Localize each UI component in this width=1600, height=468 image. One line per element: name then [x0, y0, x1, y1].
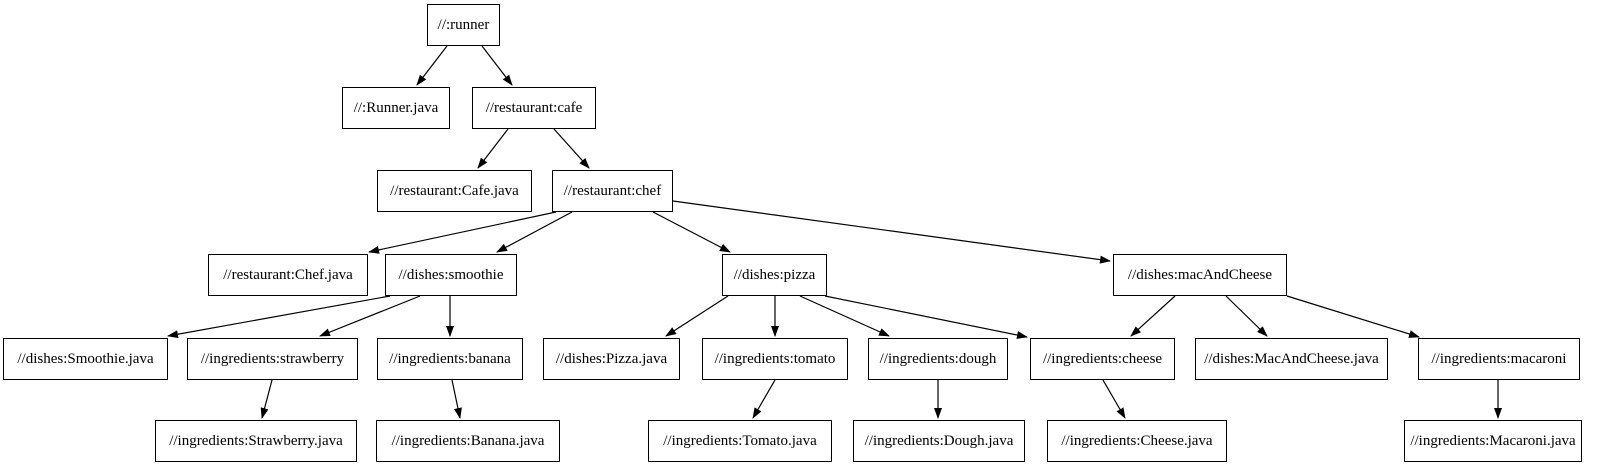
edge-runner-to-runner-java	[416, 45, 448, 86]
node-label: //dishes:Pizza.java	[555, 350, 668, 367]
edge-cafe-to-cafe-java	[477, 128, 509, 169]
node-label: //ingredients:macaroni	[1431, 350, 1567, 367]
edge-smoothie-to-strawberry	[319, 295, 421, 337]
edge-chef-to-smoothie	[496, 211, 573, 253]
edge-pizza-to-cheese	[824, 295, 1028, 339]
node-label: //ingredients:Strawberry.java	[169, 432, 343, 449]
node-label: //ingredients:Cheese.java	[1061, 432, 1213, 449]
edge-smoothie-to-smoothie-java	[167, 295, 391, 339]
edge-mac-and-cheese-to-mac-and-cheese-java	[1225, 295, 1268, 337]
node-cheese-java: //ingredients:Cheese.java	[1047, 420, 1227, 462]
node-chef-java: //restaurant:Chef.java	[208, 254, 368, 296]
edge-mac-and-cheese-to-cheese	[1130, 295, 1176, 337]
node-label: //dishes:smoothie	[398, 266, 504, 283]
node-label: //ingredients:strawberry	[200, 350, 345, 367]
edge-chef-to-chef-java	[368, 211, 557, 254]
edge-tomato-to-tomato-java	[752, 379, 776, 419]
edge-pizza-to-pizza-java	[665, 295, 729, 337]
node-cafe: //restaurant:cafe	[472, 87, 596, 129]
node-smoothie: //dishes:smoothie	[385, 254, 517, 296]
node-label: //restaurant:Chef.java	[223, 266, 353, 283]
node-label: //dishes:pizza	[733, 266, 816, 283]
node-strawberry-java: //ingredients:Strawberry.java	[155, 420, 357, 462]
node-label: //ingredients:banana	[389, 350, 511, 367]
node-label: //dishes:macAndCheese	[1127, 266, 1273, 283]
node-pizza: //dishes:pizza	[722, 254, 827, 296]
node-tomato: //ingredients:tomato	[702, 338, 848, 380]
node-runner-java: //:Runner.java	[342, 87, 450, 129]
edge-strawberry-to-strawberry-java	[260, 379, 273, 419]
edge-pizza-to-dough	[799, 295, 890, 337]
node-label: //ingredients:Dough.java	[864, 432, 1014, 449]
node-label: //ingredients:Tomato.java	[663, 432, 817, 449]
edge-banana-to-banana-java	[451, 379, 462, 419]
node-runner: //:runner	[427, 4, 500, 46]
node-smoothie-java: //dishes:Smoothie.java	[3, 338, 168, 380]
edge-chef-to-mac-and-cheese	[672, 200, 1111, 264]
node-label: //restaurant:Cafe.java	[390, 182, 519, 199]
edge-mac-and-cheese-to-macaroni	[1286, 295, 1420, 338]
edge-cafe-to-chef	[553, 128, 590, 169]
node-label: //ingredients:dough	[879, 350, 997, 367]
node-label: //ingredients:Macaroni.java	[1410, 432, 1576, 449]
node-label: //restaurant:chef	[563, 182, 662, 199]
node-banana-java: //ingredients:Banana.java	[376, 420, 560, 462]
node-strawberry: //ingredients:strawberry	[187, 338, 358, 380]
node-pizza-java: //dishes:Pizza.java	[543, 338, 680, 380]
node-dough: //ingredients:dough	[868, 338, 1008, 380]
node-label: //ingredients:Banana.java	[391, 432, 545, 449]
node-cafe-java: //restaurant:Cafe.java	[377, 170, 532, 212]
node-label: //ingredients:tomato	[714, 350, 836, 367]
node-cheese: //ingredients:cheese	[1030, 338, 1175, 380]
node-banana: //ingredients:banana	[377, 338, 523, 380]
edge-chef-to-pizza	[652, 211, 731, 253]
edge-cheese-to-cheese-java	[1102, 379, 1126, 419]
node-macaroni: //ingredients:macaroni	[1418, 338, 1580, 380]
node-mac-and-cheese-java: //dishes:MacAndCheese.java	[1195, 338, 1388, 380]
node-tomato-java: //ingredients:Tomato.java	[648, 420, 832, 462]
node-label: //restaurant:cafe	[485, 99, 583, 116]
edge-runner-to-cafe	[481, 45, 513, 86]
node-label: //:Runner.java	[353, 99, 439, 116]
node-macaroni-java: //ingredients:Macaroni.java	[1404, 420, 1582, 462]
node-chef: //restaurant:chef	[552, 170, 673, 212]
node-label: //dishes:MacAndCheese.java	[1204, 350, 1379, 367]
node-mac-and-cheese: //dishes:macAndCheese	[1113, 254, 1287, 296]
node-label: //:runner	[437, 16, 490, 33]
node-dough-java: //ingredients:Dough.java	[853, 420, 1025, 462]
node-label: //dishes:Smoothie.java	[17, 350, 154, 367]
node-label: //ingredients:cheese	[1042, 350, 1163, 367]
